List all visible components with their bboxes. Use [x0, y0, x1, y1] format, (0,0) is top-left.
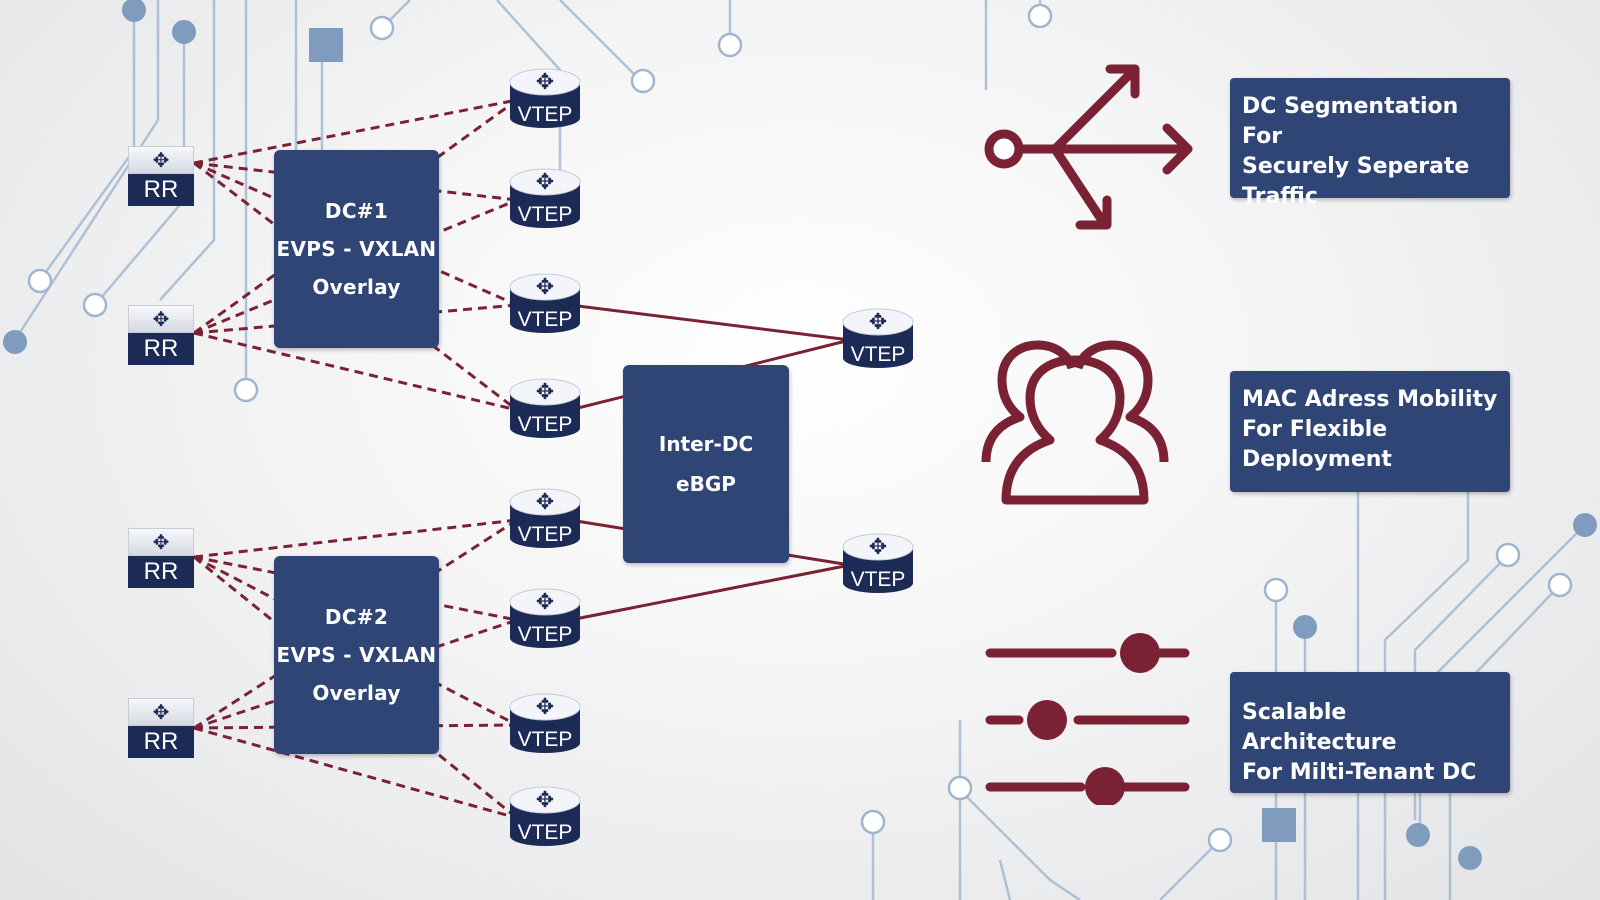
route-reflector: ✥ RR [128, 146, 194, 206]
dc2-subtitle: EVPS - VXLAN [276, 643, 437, 667]
dc2-box: DC#2 EVPS - VXLAN Overlay [274, 556, 439, 754]
feature-line: DC Segmentation For [1242, 94, 1459, 149]
rr-label: RR [128, 726, 194, 758]
route-reflector: ✥ RR [128, 528, 194, 588]
sliders-icon [985, 633, 1190, 805]
rr-label: RR [128, 556, 194, 588]
feature-mac-mobility: MAC Adress Mobility For Flexible Deploym… [1230, 371, 1510, 492]
dc2-title: DC#2 [324, 605, 389, 629]
feature-line: MAC Adress Mobility [1242, 387, 1498, 412]
router-arrows-icon: ✥ [128, 698, 194, 726]
rr-label: RR [128, 174, 194, 206]
users-group-icon [981, 340, 1169, 505]
interdc-title: Inter-DC [658, 432, 754, 456]
route-reflector: ✥ RR [128, 305, 194, 365]
router-arrows-icon: ✥ [128, 528, 194, 556]
interdc-protocol: eBGP [676, 472, 736, 496]
feature-dc-segmentation: DC Segmentation For Securely Seperate Tr… [1230, 78, 1510, 209]
feature-line: Deployment [1242, 447, 1392, 472]
dashed-link [193, 555, 518, 820]
dashed-link [193, 555, 518, 622]
dashed-link [193, 161, 518, 202]
dc1-title: DC#1 [324, 199, 389, 223]
feature-line: Traffic [1242, 184, 1318, 209]
dashed-link [193, 726, 518, 820]
dashed-link [193, 303, 518, 335]
split-arrow-icon [984, 64, 1193, 230]
dc1-box: DC#1 EVPS - VXLAN Overlay [274, 150, 439, 348]
route-reflector: ✥ RR [128, 698, 194, 758]
feature-scalable-architecture: Scalable Architecture For Milti-Tenant D… [1230, 672, 1510, 793]
dashed-link [193, 518, 518, 559]
feature-line: Securely Seperate [1242, 154, 1470, 179]
dashed-link [193, 98, 518, 165]
dashed-link [193, 518, 518, 730]
dc1-overlay: Overlay [312, 275, 401, 299]
router-arrows-icon: ✥ [128, 146, 194, 174]
interdc-box: Inter-DC eBGP [623, 365, 789, 563]
dashed-link [193, 198, 518, 335]
feature-line: For Flexible [1242, 417, 1388, 442]
dc1-subtitle: EVPS - VXLAN [276, 237, 437, 261]
dashed-link [193, 331, 518, 412]
feature-line: For Milti-Tenant DC [1242, 760, 1477, 785]
solid-link [569, 563, 851, 622]
rr-label: RR [128, 333, 194, 365]
feature-line: Scalable Architecture [1242, 700, 1397, 755]
dc2-overlay: Overlay [312, 681, 401, 705]
dashed-link [193, 723, 518, 730]
solid-link [569, 303, 851, 342]
router-arrows-icon: ✥ [128, 305, 194, 333]
